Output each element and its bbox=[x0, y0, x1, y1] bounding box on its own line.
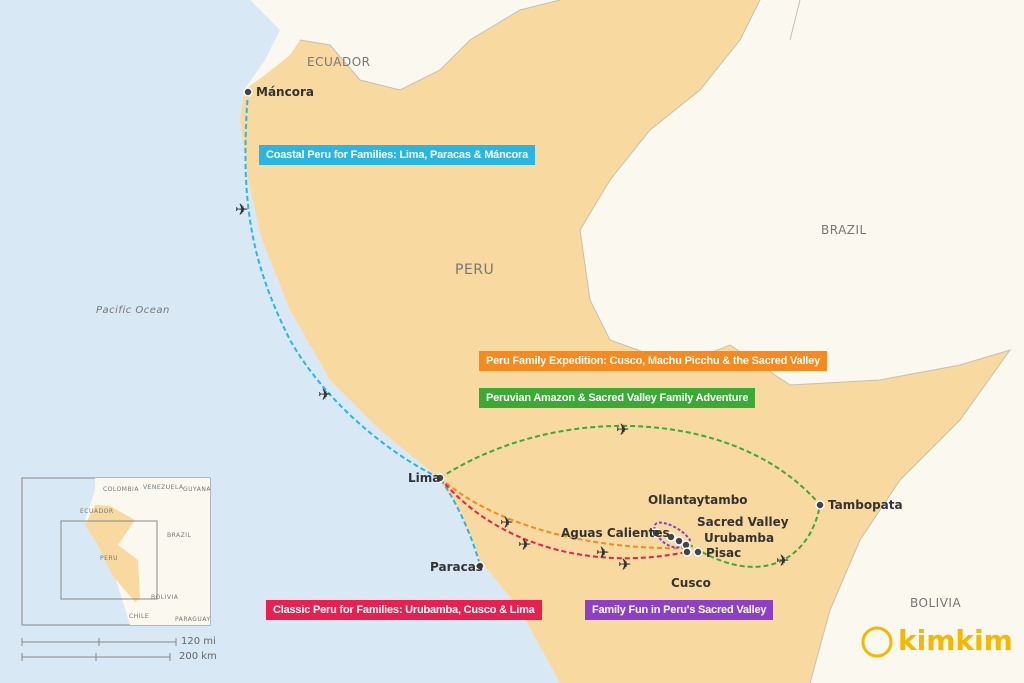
country-peru: PERU bbox=[455, 262, 495, 278]
route-tag-expedition[interactable]: Peru Family Expedition: Cusco, Machu Pic… bbox=[479, 351, 828, 371]
place-cusco[interactable]: Cusco bbox=[671, 576, 711, 590]
inset-label: PERU bbox=[100, 555, 118, 562]
inset-label: GUYANA bbox=[183, 486, 211, 493]
scale-km: 200 km bbox=[179, 651, 217, 662]
route-expedition bbox=[439, 477, 687, 550]
ocean-label: Pacific Ocean bbox=[96, 305, 170, 316]
inset-label: ECUADOR bbox=[80, 508, 114, 515]
svg-text:✈: ✈ bbox=[500, 513, 513, 532]
route-classic bbox=[439, 477, 687, 560]
kimkim-logo: kimkim bbox=[898, 624, 1013, 657]
place-pisac[interactable]: Pisac bbox=[706, 546, 742, 560]
place-tambopata[interactable]: Tambopata bbox=[828, 498, 903, 512]
place-sacred-valley[interactable]: Sacred Valley bbox=[697, 515, 789, 529]
inset-label: BOLIVIA bbox=[151, 594, 179, 601]
place-aguas-calientes[interactable]: Aguas Calientes bbox=[561, 526, 670, 540]
inset-peru bbox=[85, 505, 140, 602]
plane-icons: ✈ ✈ ✈ ✈ ✈ ✈ ✈ ✈ bbox=[235, 200, 789, 574]
place-ollantaytambo[interactable]: Ollantaytambo bbox=[648, 493, 748, 507]
route-coastal bbox=[244, 91, 481, 566]
inset-label: VENEZUELA bbox=[143, 484, 184, 491]
route-tag-amazon[interactable]: Peruvian Amazon & Sacred Valley Family A… bbox=[479, 388, 756, 408]
route-tag-classic[interactable]: Classic Peru for Families: Urubamba, Cus… bbox=[266, 600, 542, 620]
inset-label: BRAZIL bbox=[167, 532, 192, 539]
route-sacred-valley bbox=[653, 521, 692, 549]
svg-text:✈: ✈ bbox=[616, 420, 629, 439]
route-tag-coastal[interactable]: Coastal Peru for Families: Lima, Paracas… bbox=[259, 145, 536, 165]
country-brazil: BRAZIL bbox=[821, 223, 867, 237]
scale-miles: 120 mi bbox=[181, 636, 216, 647]
place-mancora[interactable]: Máncora bbox=[256, 85, 314, 99]
country-ecuador: ECUADOR bbox=[307, 55, 371, 69]
svg-text:✈: ✈ bbox=[518, 535, 531, 554]
place-markers bbox=[243, 87, 825, 571]
place-lima[interactable]: Lima bbox=[408, 471, 441, 485]
border-lines bbox=[299, 0, 1012, 683]
svg-text:✈: ✈ bbox=[235, 200, 248, 219]
inset-label: PARAGUAY bbox=[175, 616, 211, 623]
route-amazon bbox=[439, 424, 822, 568]
place-paracas[interactable]: Paracas bbox=[430, 560, 483, 574]
place-urubamba[interactable]: Urubamba bbox=[704, 531, 775, 545]
svg-text:✈: ✈ bbox=[776, 551, 789, 570]
compass-icon bbox=[861, 626, 893, 658]
country-bolivia: BOLIVIA bbox=[910, 596, 962, 610]
inset-label: CHILE bbox=[129, 613, 150, 620]
svg-text:✈: ✈ bbox=[596, 543, 609, 562]
route-tag-sacred-valley[interactable]: Family Fun in Peru's Sacred Valley bbox=[585, 600, 774, 620]
inset-label: COLOMBIA bbox=[103, 486, 139, 493]
svg-text:✈: ✈ bbox=[318, 385, 331, 404]
svg-text:✈: ✈ bbox=[618, 555, 631, 574]
